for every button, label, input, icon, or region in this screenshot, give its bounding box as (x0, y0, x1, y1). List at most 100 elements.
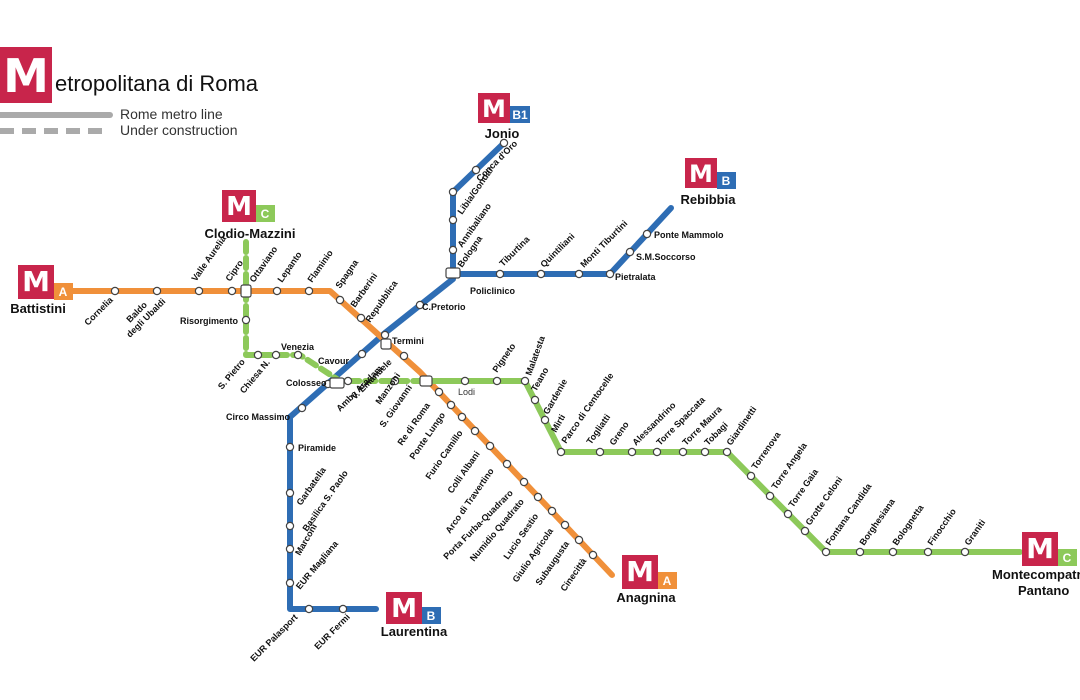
station-dot (460, 376, 470, 386)
station-label-sm-soccorso: S.M.Soccorso (636, 252, 696, 262)
terminal-anagnina[interactable]: M A Anagnina (616, 555, 677, 605)
station-dot (448, 245, 458, 255)
station-label-gardenie: Gardenie (541, 377, 569, 416)
station-label-tiburtina: Tiburtina (497, 234, 532, 269)
station-dot (540, 415, 550, 425)
station-dot (783, 509, 793, 519)
station-dot (722, 447, 732, 457)
station-dot (855, 547, 865, 557)
station-dot (399, 351, 409, 361)
line-badge-b (422, 607, 441, 624)
station-label-colosseo: Colosseo (286, 378, 327, 388)
metro-badge-icon (222, 190, 256, 222)
line-a (70, 288, 615, 578)
station-dot (888, 547, 898, 557)
metro-badge-icon (478, 93, 510, 123)
station-dot (415, 300, 425, 310)
station-dot (285, 488, 295, 498)
station-dot (533, 492, 543, 502)
line-badge-b1 (510, 106, 530, 123)
terminal-laurentina[interactable]: M B Laurentina (381, 592, 448, 639)
metro-badge-icon (685, 158, 717, 188)
map-title: etropolitana di Roma (55, 71, 259, 96)
station-dot (536, 269, 546, 279)
station-dot (556, 447, 566, 457)
line-badge-b (717, 172, 736, 189)
station-dot (335, 295, 345, 305)
metro-logo-letter: M (3, 49, 49, 103)
station-dot (652, 447, 662, 457)
terminal-rebibbia[interactable]: M B Rebibbia (681, 158, 737, 207)
metro-badge-icon (386, 592, 422, 624)
station-dot (625, 247, 635, 257)
terminal-montecompatri[interactable]: M C Montecompatri Pantano (992, 532, 1080, 598)
station-dot (285, 578, 295, 588)
station-label-torrenova: Torrenova (749, 429, 783, 471)
station-dot (492, 376, 502, 386)
line-c-track (425, 378, 1023, 555)
station-label-cavour: Cavour (318, 356, 350, 366)
svg-text:A: A (663, 574, 672, 588)
station-label-eur-palasport: EUR Palasport (248, 612, 299, 663)
metro-badge-letter: M (482, 95, 506, 123)
station-dot (194, 286, 204, 296)
terminal-jonio[interactable]: M B1 Jonio (478, 93, 530, 141)
station-dot (520, 376, 530, 386)
terminal-battistini[interactable]: M A Battistini (10, 265, 73, 316)
station-dots (110, 138, 970, 614)
station-label-basilica-s-paolo: Basilica S. Paolo (300, 468, 350, 533)
station-dot (923, 547, 933, 557)
station-label-graniti: Graniti (962, 518, 987, 548)
station-label-quintiliani: Quintiliani (538, 231, 576, 269)
station-dot (448, 215, 458, 225)
terminal-name: Laurentina (381, 624, 448, 639)
station-label-ponte-mammolo: Ponte Mammolo (654, 230, 724, 240)
station-dot (297, 403, 307, 413)
terminal-clodio-mazzini[interactable]: M C Clodio-Mazzini (205, 190, 296, 241)
station-dot (285, 442, 295, 452)
station-label-circo-massimo: Circo Massimo (226, 412, 291, 422)
interchange-colosseo (329, 377, 345, 389)
interchange-ottaviano (240, 284, 252, 298)
svg-text:C: C (1063, 551, 1072, 565)
station-dot (357, 349, 367, 359)
line-badge-a (54, 283, 73, 300)
station-label-termini: Termini (392, 336, 424, 346)
station-label-flaminio: Flaminio (305, 248, 335, 284)
station-label-eur-fermi: EUR Fermi (312, 612, 352, 652)
metro-badge-icon (18, 265, 54, 299)
station-dot (110, 286, 120, 296)
interchange-termini (380, 338, 392, 350)
station-dot (530, 395, 540, 405)
station-label-cornelia: Cornelia (82, 294, 115, 327)
station-label-risorgimento: Risorgimento (180, 316, 239, 326)
station-label-venezia: Venezia (281, 342, 315, 352)
title-block: M etropolitana di Roma (0, 47, 259, 103)
line-badge-a (658, 572, 677, 589)
station-dot (338, 604, 348, 614)
station-dot (678, 447, 688, 457)
metro-badge-letter: M (391, 594, 417, 624)
station-dot (499, 138, 509, 148)
station-dot (343, 376, 353, 386)
terminal-name: Clodio-Mazzini (205, 226, 296, 241)
metro-badge-icon (622, 555, 658, 589)
station-dot (470, 426, 480, 436)
station-dot (304, 286, 314, 296)
station-dot (448, 187, 458, 197)
metro-badge-letter: M (22, 265, 50, 298)
station-dot (304, 604, 314, 614)
svg-text:B1: B1 (512, 108, 528, 122)
metro-badge-letter: M (226, 192, 252, 222)
station-dot (547, 506, 557, 516)
station-label-finocchio: Finocchio (925, 506, 958, 547)
station-dot (390, 376, 400, 386)
station-dot (765, 491, 775, 501)
station-dot (574, 535, 584, 545)
station-label-greno: Greno (607, 419, 631, 447)
legend: Rome metro line Under construction (0, 106, 238, 138)
station-dot (152, 286, 162, 296)
station-dot (519, 477, 529, 487)
station-dot (271, 350, 281, 360)
station-dot (605, 269, 615, 279)
